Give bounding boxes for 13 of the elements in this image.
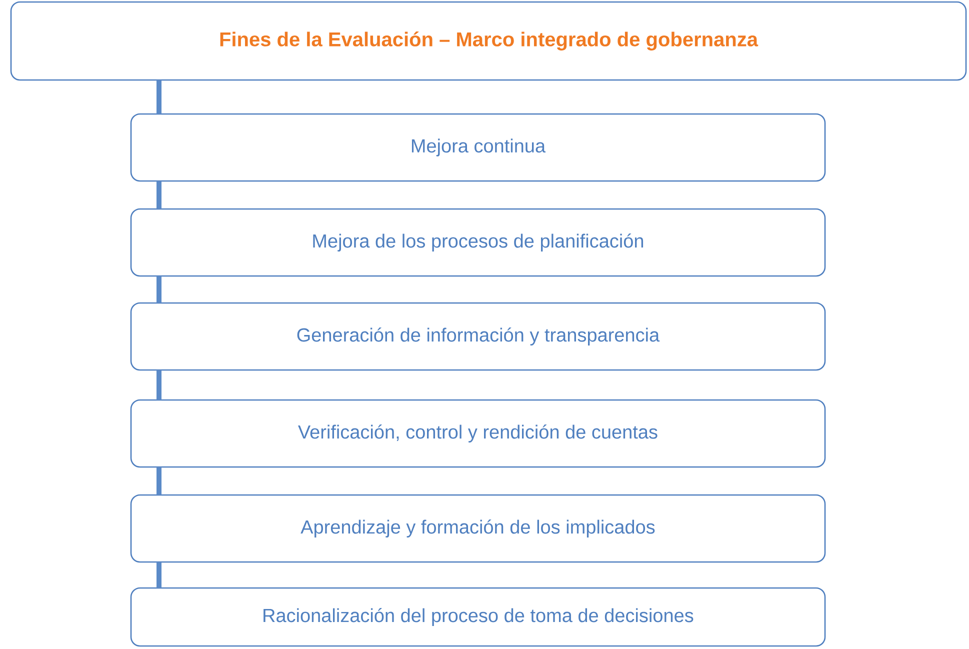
connector-line <box>156 370 162 400</box>
title-box: Fines de la Evaluación – Marco integrado de gobernanza <box>10 1 967 81</box>
connector-line <box>156 467 162 495</box>
item-box: Verificación, control y rendición de cuentas <box>130 399 826 468</box>
item-box: Mejora continua <box>130 113 826 182</box>
connector-line <box>156 80 162 114</box>
item-box: Aprendizaje y formación de los implicados <box>130 494 826 563</box>
connector-line <box>156 562 162 588</box>
item-box: Racionalización del proceso de toma de decisiones <box>130 587 826 647</box>
connector-line <box>156 181 162 209</box>
item-box: Mejora de los procesos de planificación <box>130 208 826 277</box>
connector-line <box>156 276 162 303</box>
item-box: Generación de información y transparencia <box>130 302 826 371</box>
